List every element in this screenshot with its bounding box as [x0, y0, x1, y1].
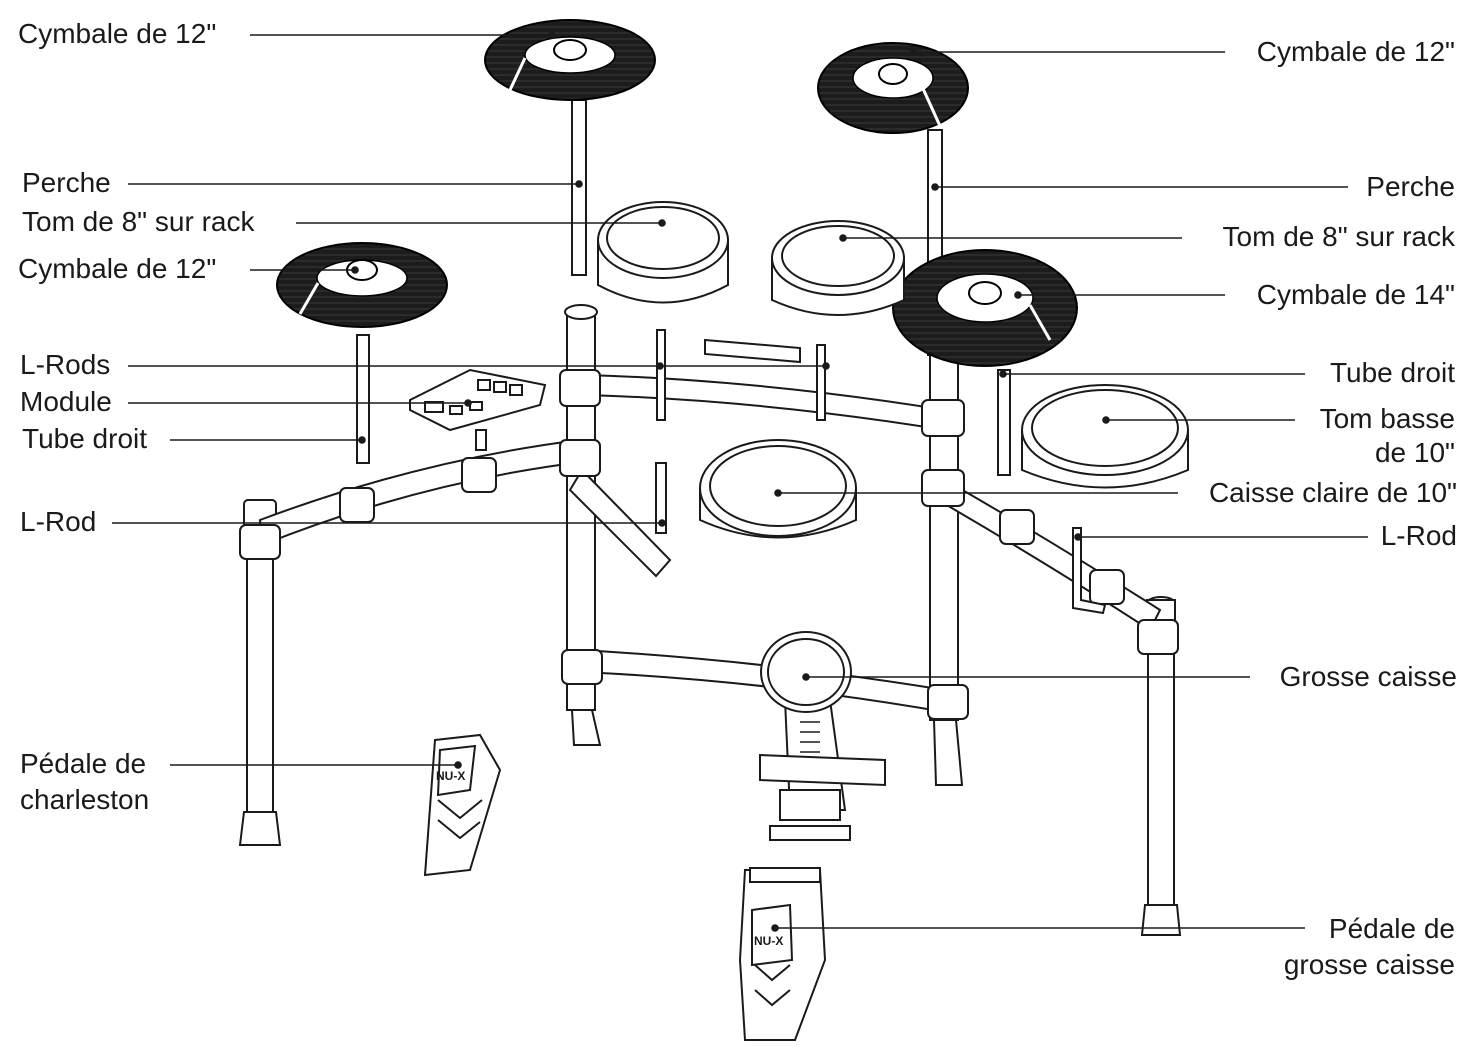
label-hihat-line2: charleston — [20, 784, 150, 815]
hihat-pedal-logo: NU-X — [436, 769, 465, 783]
label-perche-left: Perche — [22, 167, 111, 198]
label-tube-right: Tube droit — [1329, 357, 1455, 388]
cymbal-crash-right — [892, 249, 1078, 367]
label-lrod-left: L-Rod — [20, 506, 97, 537]
drum-module — [409, 368, 547, 451]
label-floor-tom-line1: Tom basse — [1319, 403, 1455, 434]
cymbal-top-left — [484, 19, 656, 101]
label-cymbal-top-left: Cymbale de 12" — [18, 18, 217, 49]
cymbal-top-right — [817, 42, 969, 134]
cymbal-mid-left — [276, 242, 448, 328]
label-tom-left: Tom de 8" sur rack — [22, 206, 255, 237]
label-snare: Caisse claire de 10" — [1208, 477, 1457, 508]
label-kick-pedal-line2: grosse caisse — [1283, 949, 1455, 980]
kick-pedal-logo: NU-X — [754, 934, 783, 948]
label-floor-tom-line2: de 10" — [1374, 437, 1455, 468]
kick-pedal: NU-X — [738, 867, 827, 1041]
label-tube-left: Tube droit — [22, 423, 148, 454]
floor-tom-pad — [1021, 384, 1189, 489]
hihat-pedal: NU-X — [423, 733, 502, 877]
l-rods — [656, 329, 1107, 615]
label-cymbal-crash-right: Cymbale de 14" — [1256, 279, 1455, 310]
label-kick: Grosse caisse — [1279, 661, 1457, 692]
label-cymbal-top-right: Cymbale de 12" — [1256, 36, 1455, 67]
label-cymbal-mid-left: Cymbale de 12" — [18, 253, 217, 284]
label-hihat-line1: Pédale de — [20, 748, 147, 779]
label-kick-pedal-line1: Pédale de — [1328, 913, 1455, 944]
tom-pad-right — [771, 220, 905, 316]
rack-frame — [238, 304, 1182, 936]
label-tom-right: Tom de 8" sur rack — [1222, 221, 1455, 252]
label-lrods: L-Rods — [20, 349, 111, 380]
label-lrod-right: L-Rod — [1380, 520, 1457, 551]
rack-clamps — [239, 369, 1179, 720]
label-perche-right: Perche — [1366, 171, 1455, 202]
leader-lines — [112, 31, 1368, 932]
snare-pad — [699, 439, 857, 539]
label-module: Module — [20, 386, 112, 417]
kick-tower — [759, 631, 886, 841]
nux-logo-plate — [704, 338, 801, 364]
tom-pad-left — [597, 201, 729, 304]
